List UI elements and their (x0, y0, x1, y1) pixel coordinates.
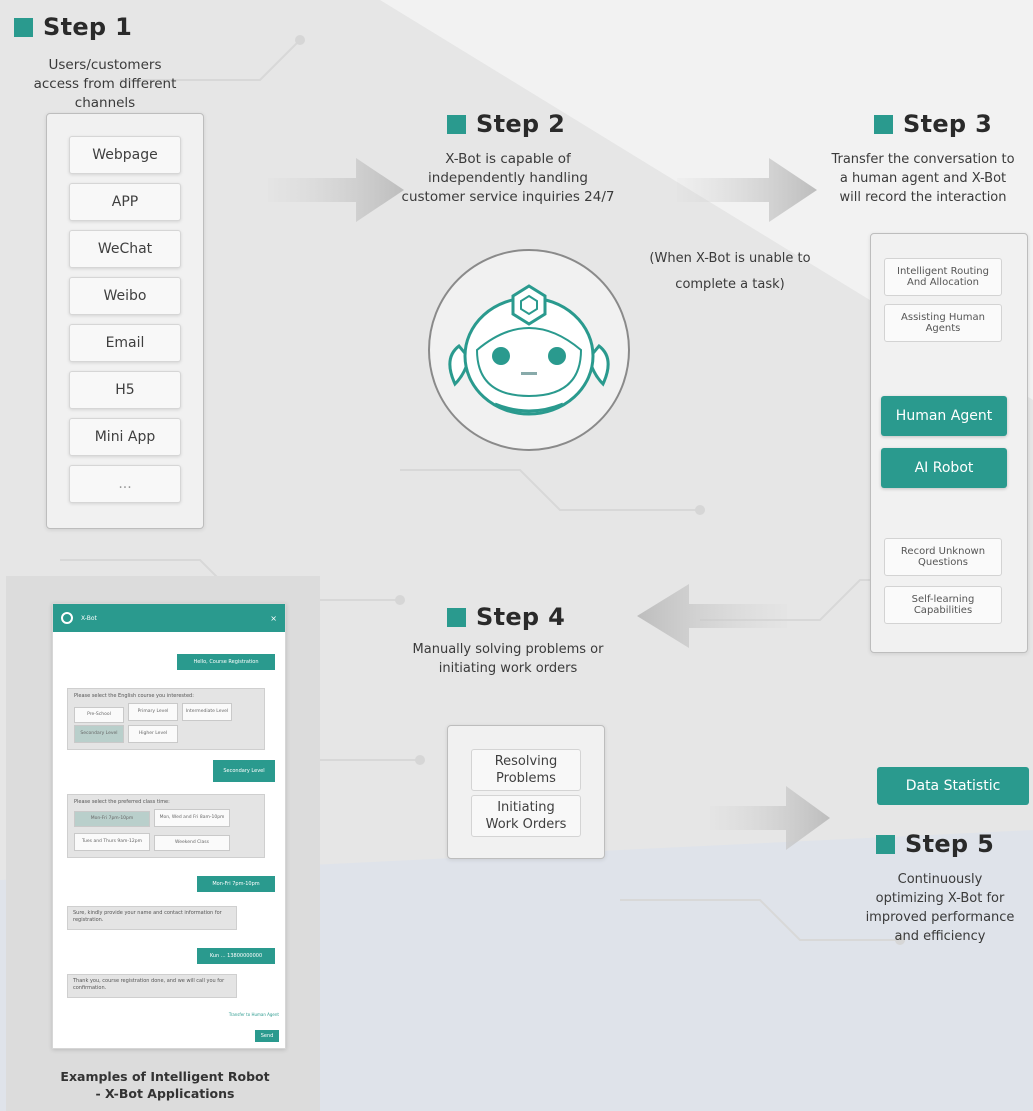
channel-webpage: Webpage (69, 136, 181, 174)
chat-card-course: Please select the English course you int… (67, 688, 265, 750)
close-icon[interactable]: × (270, 613, 277, 623)
step3-description: Transfer the conversation to a human age… (831, 152, 1015, 205)
chat-card-time: Please select the preferred class time: … (67, 794, 265, 858)
step-marker-icon (447, 114, 466, 134)
chat-option[interactable]: Mon, Wed and Fri 8am-10pm (154, 809, 230, 827)
channel-app: APP (69, 183, 181, 221)
chat-message-user: Secondary Level (213, 760, 275, 782)
xbot-chat-window: X-Bot × Hello, Course Registration Pleas… (52, 603, 286, 1049)
chat-question: Please select the English course you int… (74, 693, 194, 699)
chat-option-selected[interactable]: Mon-Fri 7pm-10pm (74, 811, 150, 827)
step1-description: Users/customers access from different ch… (33, 57, 177, 111)
chat-option[interactable]: Intermediate Level (182, 703, 232, 721)
step5-heading: Step 5 (876, 830, 994, 858)
chat-option[interactable]: Tues and Thurs 9am-12pm (74, 833, 150, 851)
channel-h5: H5 (69, 371, 181, 409)
robot-mascot-icon (428, 249, 630, 451)
channel-email: Email (69, 324, 181, 362)
chat-option[interactable]: Pre-School (74, 707, 124, 723)
step5-title: Step 5 (905, 830, 995, 858)
step2-title: Step 2 (476, 110, 566, 138)
chat-option-selected[interactable]: Secondary Level (74, 725, 124, 743)
step4-description: Manually solving problems or initiating … (412, 642, 604, 676)
arrow-right-icon (268, 158, 404, 222)
channel-wechat: WeChat (69, 230, 181, 268)
chat-message-user: Mon-Fri 7pm-10pm (197, 876, 275, 892)
transfer-note: (When X-Bot is unable to complete a task… (649, 251, 811, 292)
step3-heading: Step 3 (874, 110, 992, 138)
step-marker-icon (447, 607, 466, 627)
channel-more: ... (69, 465, 181, 503)
channel-weibo: Weibo (69, 277, 181, 315)
manual-actions-panel: Resolving Problems Initiating Work Order… (447, 725, 605, 859)
chat-header: X-Bot × (53, 604, 285, 632)
chat-option[interactable]: Primary Level (128, 703, 178, 721)
human-agent-box: Human Agent (881, 396, 1007, 436)
human-agent-panel: Intelligent Routing And Allocation Assis… (870, 233, 1028, 653)
arrow-right-icon (710, 786, 830, 850)
arrow-right-icon (677, 158, 817, 222)
step4-heading: Step 4 (447, 603, 565, 631)
step4-title: Step 4 (476, 603, 566, 631)
send-button[interactable]: Send (255, 1030, 279, 1042)
chat-question: Please select the preferred class time: (74, 799, 170, 805)
xbot-logo-icon (61, 612, 73, 624)
step2-description: X-Bot is capable of independently handli… (401, 151, 615, 205)
chat-option[interactable]: Weekend Class (154, 835, 230, 851)
arrow-left-icon (637, 584, 787, 648)
step-marker-icon (14, 17, 33, 37)
action-initiating-work-orders: Initiating Work Orders (471, 795, 581, 837)
chat-message-bot: Sure, kindly provide your name and conta… (67, 906, 237, 930)
step2-heading: Step 2 (447, 110, 565, 138)
step-marker-icon (874, 114, 893, 134)
chat-option[interactable]: Higher Level (128, 725, 178, 743)
step1-heading: Step 1 (14, 13, 132, 41)
feature-record-unknown: Record Unknown Questions (884, 538, 1002, 576)
step3-title: Step 3 (903, 110, 993, 138)
step-marker-icon (876, 834, 895, 854)
feature-assisting-agents: Assisting Human Agents (884, 304, 1002, 342)
transfer-human-link[interactable]: Transfer to Human Agent (228, 1012, 279, 1017)
feature-self-learning: Self-learning Capabilities (884, 586, 1002, 624)
channel-mini-app: Mini App (69, 418, 181, 456)
data-statistic-box: Data Statistic (877, 767, 1029, 805)
channels-panel: Webpage APP WeChat Weibo Email H5 Mini A… (46, 113, 204, 529)
step5-description: Continuously optimizing X-Bot for improv… (865, 872, 1015, 944)
feature-intelligent-routing: Intelligent Routing And Allocation (884, 258, 1002, 296)
example-caption: Examples of Intelligent Robot - X-Bot Ap… (60, 1069, 270, 1101)
action-resolving-problems: Resolving Problems (471, 749, 581, 791)
step1-title: Step 1 (43, 13, 133, 41)
chat-message-user: Hello, Course Registration (177, 654, 275, 670)
chat-message-bot: Thank you, course registration done, and… (67, 974, 237, 998)
ai-robot-box: AI Robot (881, 448, 1007, 488)
chat-message-user: Kun ... 13800000000 (197, 948, 275, 964)
chat-title: X-Bot (81, 614, 97, 622)
